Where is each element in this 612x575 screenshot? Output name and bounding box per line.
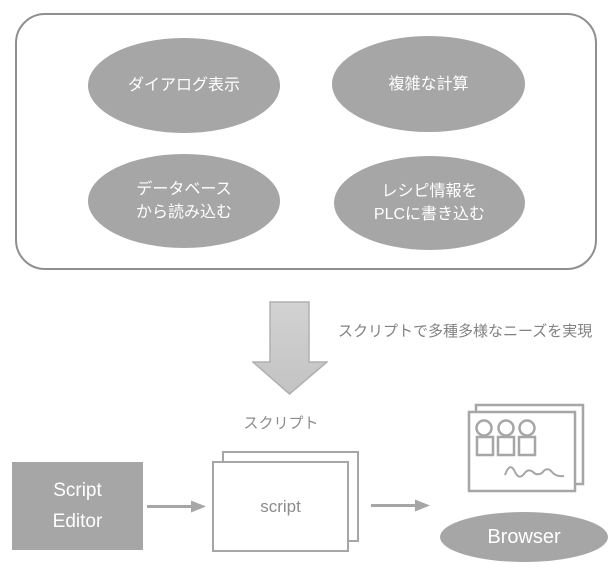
need-ellipse-calculation: 複雑な計算 bbox=[332, 36, 525, 132]
need-label-line1: レシピ情報を bbox=[381, 183, 478, 200]
right-arrow-icon bbox=[371, 499, 430, 512]
annotation-text: スクリプトで多種多様なニーズを実現 bbox=[338, 323, 593, 340]
need-label-line2: から読み込む bbox=[135, 204, 232, 221]
need-ellipse-database: データベース から読み込む bbox=[88, 154, 280, 248]
script-doc-front: script bbox=[212, 461, 349, 552]
need-label-line2: PLCに書き込む bbox=[373, 206, 486, 223]
browser-label: Browser bbox=[487, 525, 561, 548]
browser-ellipse: Browser bbox=[440, 512, 608, 562]
need-label: 複雑な計算 bbox=[388, 75, 469, 93]
script-editor-box: Script Editor bbox=[12, 462, 143, 550]
needs-container-box bbox=[15, 13, 597, 270]
need-ellipse-recipe-plc: レシピ情報を PLCに書き込む bbox=[334, 156, 525, 250]
script-editor-label-line1: Script bbox=[53, 480, 102, 501]
need-label: ダイアログ表示 bbox=[127, 77, 240, 94]
screens-icon bbox=[467, 403, 585, 493]
script-doc-label: script bbox=[260, 496, 301, 516]
need-label-line1: データベース bbox=[136, 181, 232, 198]
script-stack-label: スクリプト bbox=[243, 415, 319, 432]
right-arrow-icon bbox=[147, 500, 206, 513]
need-ellipse-dialog: ダイアログ表示 bbox=[88, 38, 280, 133]
script-editor-label-line2: Editor bbox=[52, 511, 103, 532]
down-arrow-icon bbox=[252, 301, 328, 395]
